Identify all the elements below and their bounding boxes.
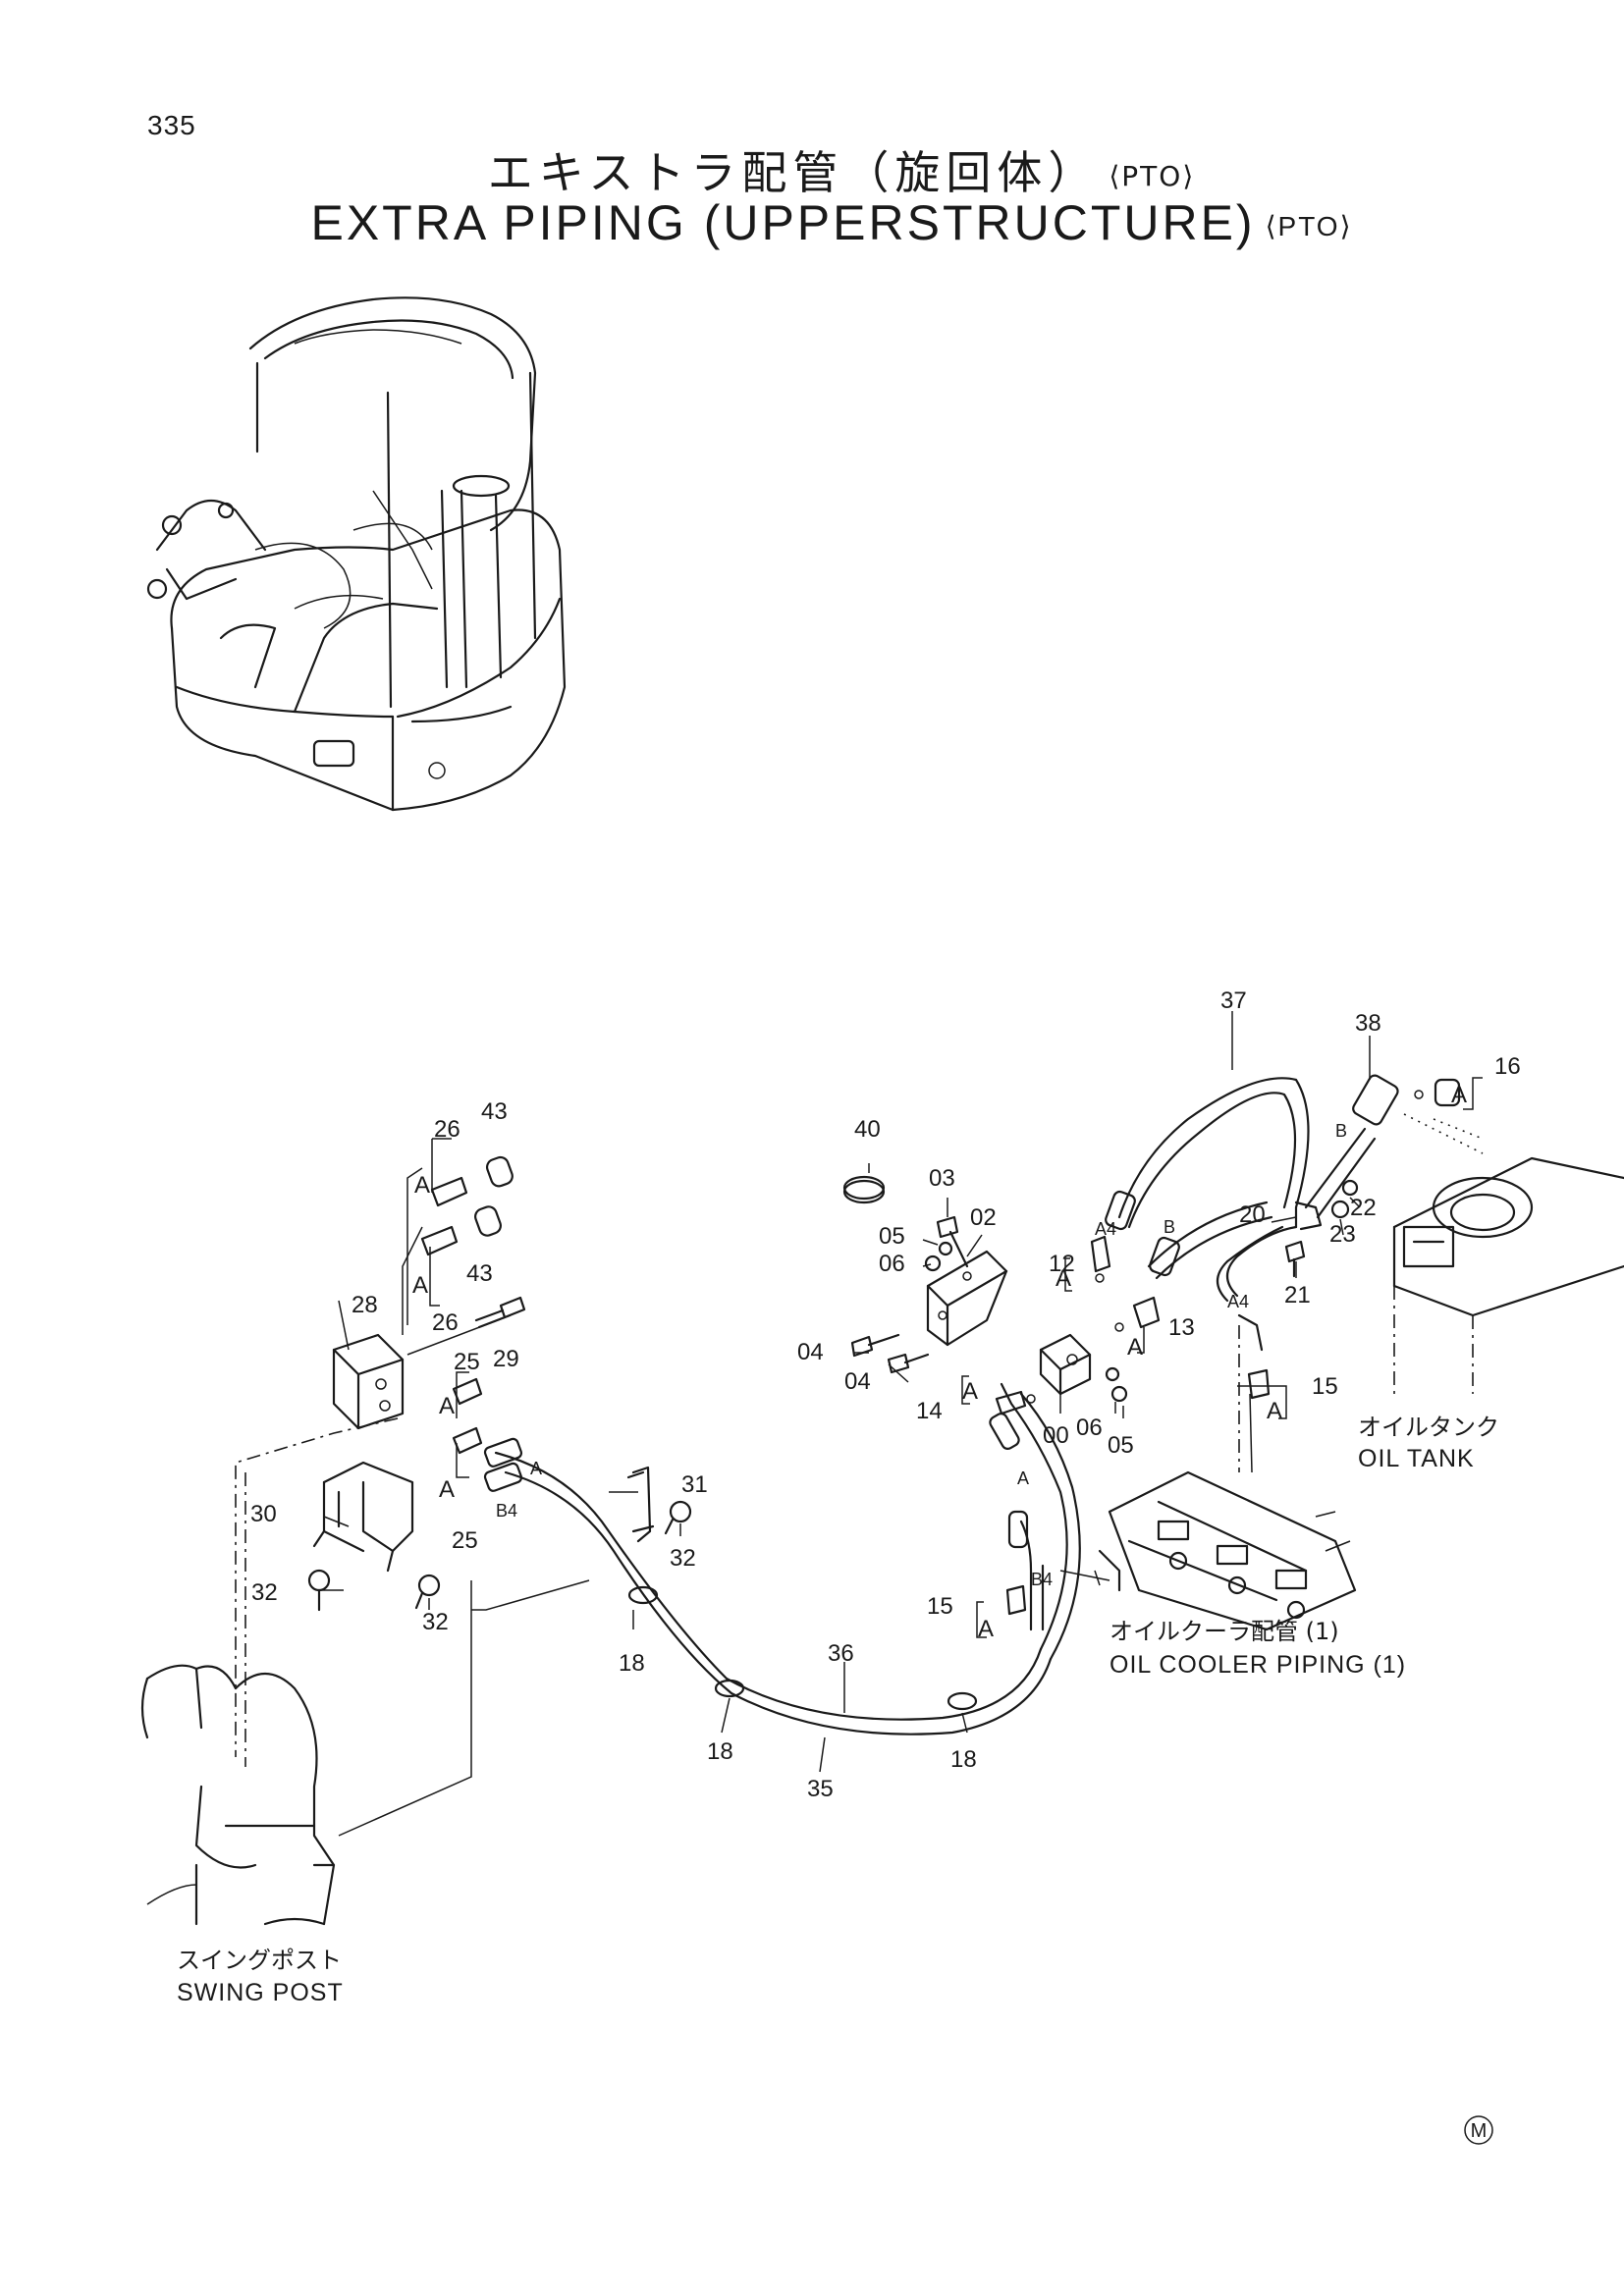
seal-mark-a-9: A [978, 1616, 994, 1642]
seal-mark-a-8: A [1267, 1398, 1282, 1424]
callout-40: 40 [854, 1116, 881, 1143]
page-title-english: EXTRA PIPING (UPPERSTRUCTURE) ⟨PTO⟩ [0, 194, 1624, 251]
port-b-37: B [1164, 1217, 1175, 1237]
oil-cooler-label-ja: オイルクーラ配管 (1) [1110, 1618, 1339, 1645]
callout-15a: 15 [1312, 1373, 1338, 1400]
port-b4-hose: B4 [496, 1501, 517, 1521]
fittings [307, 1078, 1461, 1711]
cover-bracket-30 [312, 1461, 414, 1573]
callout-21: 21 [1284, 1282, 1311, 1308]
callout-22: 22 [1350, 1195, 1377, 1221]
callout-03: 03 [929, 1165, 955, 1192]
valve-block-00 [1039, 1333, 1092, 1396]
port-a4-38: A4 [1227, 1292, 1249, 1311]
oil-tank-illustration [1392, 1156, 1624, 1394]
callout-25b: 25 [452, 1527, 478, 1554]
callout-16: 16 [1494, 1053, 1521, 1080]
callout-32c: 32 [422, 1609, 449, 1635]
callout-30: 30 [250, 1501, 277, 1527]
maker-mark: M [1464, 2115, 1493, 2145]
port-a-hose: A [530, 1459, 542, 1478]
callout-06a: 06 [879, 1251, 905, 1277]
callout-06b: 06 [1076, 1415, 1103, 1441]
seal-mark-a-3: A [439, 1393, 455, 1419]
callout-18b: 18 [707, 1738, 733, 1765]
swing-post-label-en: SWING POST [177, 1979, 344, 2006]
callout-25a: 25 [454, 1349, 480, 1375]
callout-31: 31 [681, 1471, 708, 1498]
callout-02: 02 [970, 1204, 997, 1231]
callout-26a: 26 [434, 1116, 460, 1143]
callout-05a: 05 [879, 1223, 905, 1250]
hose-bundle-37-38 [1117, 1074, 1399, 1303]
port-b4-36: B4 [1031, 1570, 1053, 1589]
callout-15b: 15 [927, 1593, 953, 1620]
callout-14: 14 [916, 1398, 943, 1424]
bracket-02 [926, 1250, 1008, 1347]
page-title-japanese: エキストラ配管（旋回体） ⟨PTO⟩ [0, 137, 1624, 202]
callout-37: 37 [1220, 988, 1247, 1014]
callout-43b: 43 [466, 1260, 493, 1287]
oil-tank-label-en: OIL TANK [1358, 1445, 1475, 1472]
seal-mark-a-7: A [962, 1378, 978, 1405]
callout-00: 00 [1043, 1422, 1069, 1449]
callout-13: 13 [1168, 1314, 1195, 1341]
seal-mark-a-1: A [414, 1172, 430, 1199]
port-a-36: A [1017, 1468, 1029, 1488]
callout-04a: 04 [797, 1339, 824, 1365]
title-jp-suffix: ⟨PTO⟩ [1109, 160, 1196, 192]
swing-post-illustration [140, 1664, 336, 1926]
callout-05b: 05 [1108, 1432, 1134, 1459]
leader-lines [235, 1011, 1484, 1837]
oil-tank-label-ja: オイルタンク [1358, 1414, 1499, 1441]
seal-mark-a-6: A [1127, 1334, 1143, 1361]
title-jp-text: エキストラ配管（旋回体） [487, 146, 1100, 199]
callout-18a: 18 [619, 1650, 645, 1677]
title-en-suffix: ⟨PTO⟩ [1265, 211, 1353, 242]
callout-12: 12 [1049, 1251, 1075, 1277]
callout-18c: 18 [950, 1746, 977, 1773]
callout-28: 28 [352, 1292, 378, 1318]
callout-26b: 26 [432, 1309, 459, 1336]
seal-mark-a-10: A [1451, 1082, 1467, 1108]
maker-mark-letter: M [1471, 2120, 1488, 2142]
oil-cooler-label-en: OIL COOLER PIPING (1) [1110, 1651, 1406, 1679]
title-en-text: EXTRA PIPING (UPPERSTRUCTURE) [310, 195, 1256, 250]
callout-32a: 32 [670, 1545, 696, 1572]
page-number: 335 [147, 110, 196, 140]
machine-overview-illustration [146, 296, 567, 812]
part-callouts: 37 38 16 40 03 02 05 06 12 13 04 04 14 0… [250, 988, 1521, 1802]
seal-mark-a-4: A [439, 1476, 455, 1503]
hose-bundle-35-36 [494, 1382, 1081, 1735]
callout-20: 20 [1239, 1201, 1266, 1228]
callout-32b: 32 [251, 1579, 278, 1606]
manifold-block-28 [332, 1333, 405, 1430]
callout-35: 35 [807, 1776, 834, 1802]
callout-38: 38 [1355, 1010, 1381, 1037]
port-a4-37: A4 [1095, 1219, 1116, 1239]
callout-29: 29 [493, 1346, 519, 1372]
swing-post-label-ja: スイングポスト [177, 1947, 342, 1974]
location-labels: オイルタンク OIL TANK オイルクーラ配管 (1) OIL COOLER … [177, 1414, 1499, 2006]
control-valve-illustration [1098, 1470, 1357, 1631]
seal-mark-a-5: A [1056, 1265, 1071, 1292]
port-marks: A A A A A A A A A A A B4 A B4 A4 B A4 B [412, 1082, 1467, 1642]
callout-04b: 04 [844, 1368, 871, 1395]
callout-23: 23 [1329, 1221, 1356, 1248]
callout-36: 36 [828, 1640, 854, 1667]
seal-mark-a-2: A [412, 1272, 428, 1299]
callout-43a: 43 [481, 1098, 508, 1125]
port-b-38: B [1335, 1121, 1347, 1141]
